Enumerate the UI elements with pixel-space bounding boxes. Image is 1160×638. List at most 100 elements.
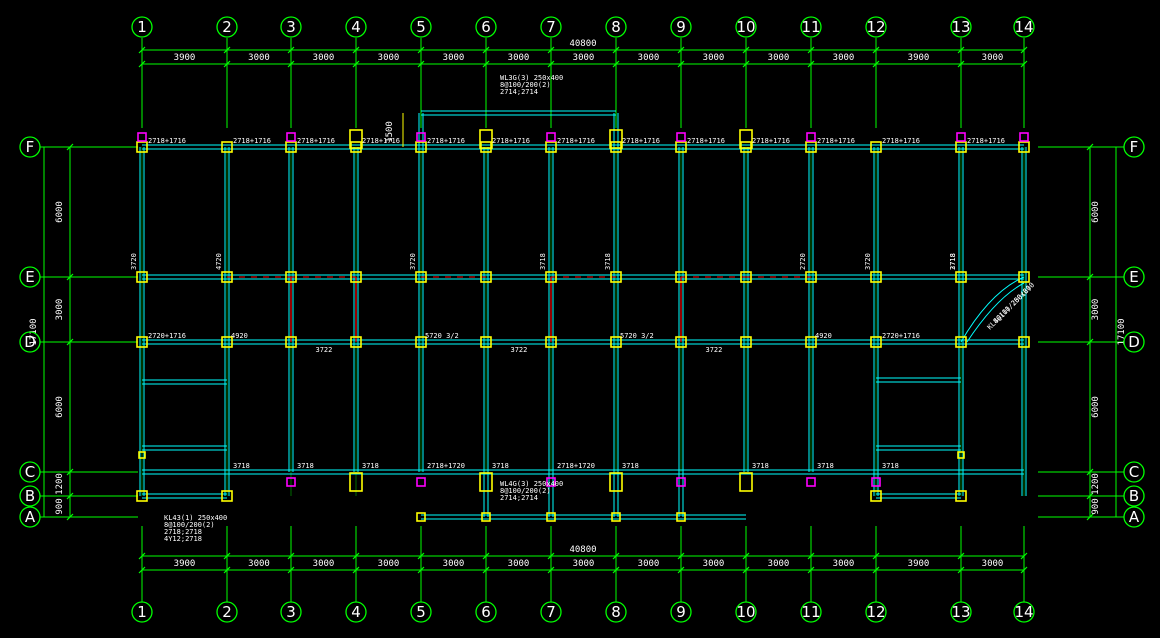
column-tall xyxy=(609,129,623,149)
axis-label-7: 7 xyxy=(546,18,556,36)
beam-label: 2718;2718 xyxy=(164,528,202,536)
axis-bubble xyxy=(19,266,41,288)
axis-label-14: 14 xyxy=(1014,603,1033,621)
beam-label: 2718+1716 xyxy=(233,137,271,145)
dim-tick xyxy=(872,566,880,574)
axis-bubble xyxy=(735,601,757,623)
stair-beam-label: WL3G(3) 250x400 xyxy=(500,74,563,82)
dim-tick xyxy=(66,338,74,346)
dim-span-right: 900 xyxy=(1091,498,1101,514)
axis-label-F: F xyxy=(26,138,35,156)
column xyxy=(415,141,427,153)
axis-label-1: 1 xyxy=(137,603,147,621)
column xyxy=(610,271,622,283)
column xyxy=(675,336,687,348)
beam-label-vertical: 3720 xyxy=(409,253,417,270)
beam-lines xyxy=(139,110,1027,520)
column xyxy=(480,141,492,153)
beam-label: 2718+1716 xyxy=(492,137,530,145)
dim-tick xyxy=(287,566,295,574)
axis-bubble xyxy=(19,506,41,528)
beam-label: 3722 xyxy=(511,346,528,354)
column xyxy=(1018,336,1030,348)
beam-label: 3722 xyxy=(316,346,333,354)
beam-label: 4Y12;2718 xyxy=(164,535,202,543)
column-small xyxy=(137,132,147,142)
dim-tick xyxy=(742,60,750,68)
column-small xyxy=(286,132,296,142)
dim-span-left: 1200 xyxy=(55,473,65,495)
dim-tick xyxy=(223,552,231,560)
column xyxy=(416,512,426,522)
axis-label-6: 6 xyxy=(481,603,491,621)
beam-label: 2718+1716 xyxy=(967,137,1005,145)
dim-tick xyxy=(138,46,146,54)
beam-label: 3718 xyxy=(297,462,314,470)
axis-bubble xyxy=(345,16,367,38)
axis-bubble xyxy=(540,601,562,623)
axis-bubble xyxy=(1123,136,1145,158)
axis-bubble xyxy=(1013,16,1035,38)
beam-label-vertical: 3718 xyxy=(949,253,957,270)
dim-tick xyxy=(287,60,295,68)
dim-tick xyxy=(807,46,815,54)
beam-label: 2718+1716 xyxy=(557,137,595,145)
dim-span-bottom: 3900 xyxy=(908,559,930,569)
column-small xyxy=(138,451,146,459)
axis-bubble xyxy=(605,16,627,38)
column xyxy=(480,271,492,283)
column xyxy=(221,271,233,283)
column-small xyxy=(676,132,686,142)
column xyxy=(481,512,491,522)
axis-bubble xyxy=(605,601,627,623)
axis-label-B: B xyxy=(1129,487,1139,505)
stair-beam-label: 2714;2714 xyxy=(500,494,538,502)
column xyxy=(675,271,687,283)
column xyxy=(350,271,362,283)
dim-span-bottom: 3000 xyxy=(443,559,465,569)
dim-tick xyxy=(612,60,620,68)
axis-bubble xyxy=(670,16,692,38)
column xyxy=(136,490,148,502)
axis-bubble xyxy=(1123,331,1145,353)
column-small xyxy=(806,477,816,487)
axis-label-8: 8 xyxy=(611,18,621,36)
beam-label: 2718+1720 xyxy=(427,462,465,470)
dim-tick xyxy=(223,46,231,54)
axis-bubble xyxy=(216,16,238,38)
dim-span-top: 3000 xyxy=(638,53,660,63)
dim-span-top: 3900 xyxy=(174,53,196,63)
axis-bubble xyxy=(410,16,432,38)
column-tall xyxy=(349,129,363,149)
axis-label-4: 4 xyxy=(351,603,361,621)
beam-label: 3718 xyxy=(622,462,639,470)
dim-tick xyxy=(807,566,815,574)
axis-label-4: 4 xyxy=(351,18,361,36)
column-small xyxy=(871,477,881,487)
beam-label-vertical: 2718 xyxy=(949,253,957,270)
dim-span-top: 3000 xyxy=(982,53,1004,63)
beam-label: 2720+1716 xyxy=(148,332,186,340)
column-small xyxy=(416,477,426,487)
axis-bubble xyxy=(19,331,41,353)
axis-bubble xyxy=(475,601,497,623)
dim-span-bottom: 3000 xyxy=(982,559,1004,569)
dim-tick xyxy=(547,566,555,574)
dim-span-right: 3000 xyxy=(1091,299,1101,321)
dim-tick xyxy=(352,60,360,68)
axis-bubble xyxy=(670,601,692,623)
dim-tick xyxy=(287,552,295,560)
dim-tick xyxy=(1086,492,1094,500)
column xyxy=(350,141,362,153)
stair-beam-label: 8@100/200(2) xyxy=(500,487,551,495)
dim-span-top: 3000 xyxy=(573,53,595,63)
dim-span-top: 3000 xyxy=(508,53,530,63)
columns xyxy=(136,129,1030,522)
axis-bubble xyxy=(345,601,367,623)
dim-span-bottom: 3000 xyxy=(508,559,530,569)
beam-label: KL43(1) 250x400 xyxy=(164,514,227,522)
dim-span-top: 3900 xyxy=(908,53,930,63)
dim-span-bottom: 3000 xyxy=(768,559,790,569)
column xyxy=(545,271,557,283)
